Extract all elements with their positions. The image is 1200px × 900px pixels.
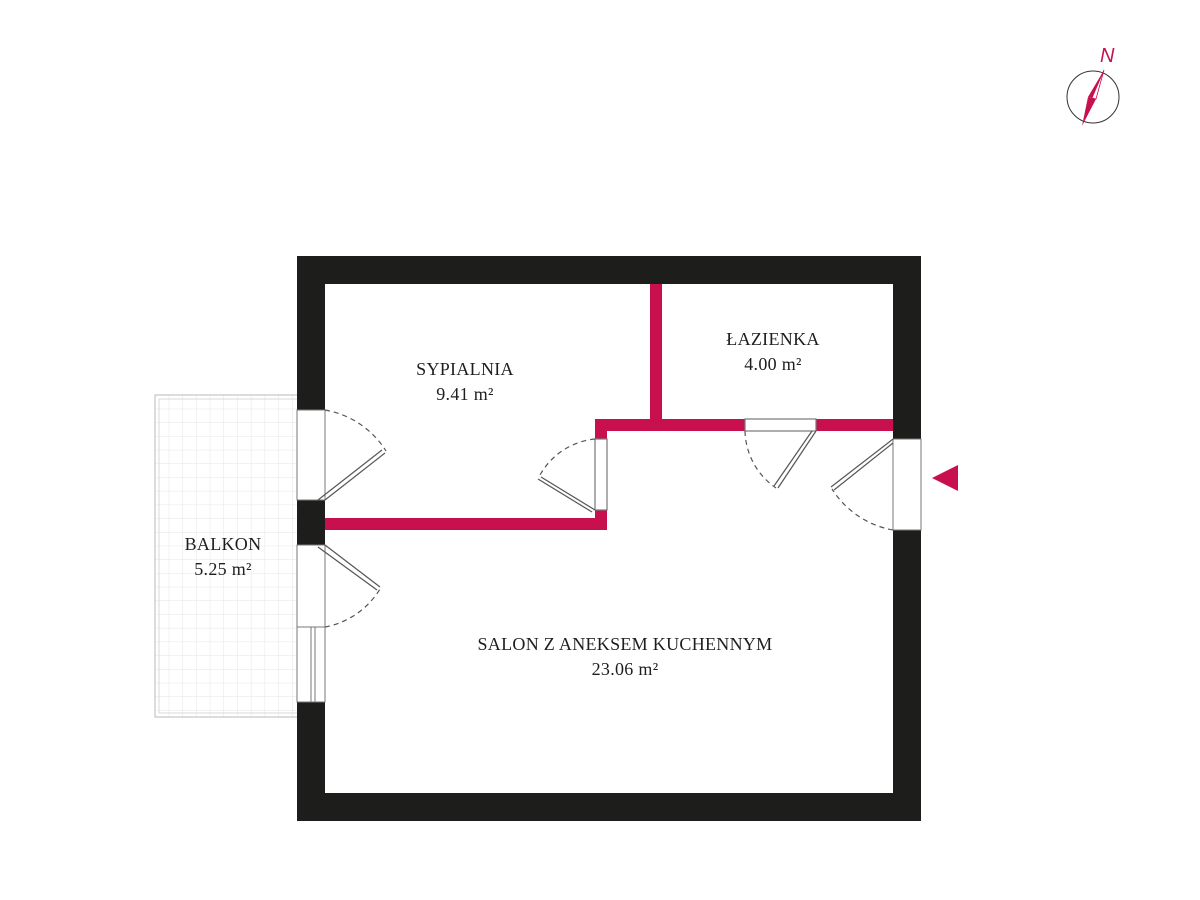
- room-labels: SYPIALNIA 9.41 m² ŁAZIENKA 4.00 m² BALKO…: [185, 329, 820, 679]
- entrance-door-leaf-2: [833, 442, 894, 491]
- inner-wall-bedroom-step-top: [595, 419, 607, 439]
- window-frames: [296, 409, 922, 703]
- room-area-balkon: 5.25 m²: [194, 559, 252, 579]
- bedroom-door-leaf: [540, 476, 596, 511]
- balcony-door-2-leaf-2: [317, 546, 378, 591]
- entrance-door-frame: [892, 438, 922, 531]
- bathroom-door-leaf-2: [773, 430, 813, 487]
- room-area-lazienka: 4.00 m²: [744, 354, 802, 374]
- bathroom-door-swing: [744, 430, 777, 489]
- room-area-sypialnia: 9.41 m²: [436, 384, 494, 404]
- room-name-sypialnia: SYPIALNIA: [416, 359, 514, 379]
- balcony-door-2-frame: [296, 544, 326, 628]
- bedroom-door-opening: [594, 438, 608, 511]
- outer-wall-bottom: [297, 793, 921, 821]
- compass-needle-north: [1088, 70, 1104, 99]
- outer-wall-top: [297, 256, 921, 284]
- outer-wall-right-bottom: [893, 530, 921, 821]
- compass-needle-inner: [1091, 69, 1105, 100]
- balcony-door-1-swing: [324, 409, 387, 452]
- compass-circle: [1066, 70, 1120, 124]
- outer-walls: [297, 256, 921, 821]
- balcony-door-2-leaf: [324, 544, 381, 588]
- compass-north-label: N: [1100, 45, 1115, 67]
- bathroom-door-opening: [744, 418, 817, 432]
- room-name-salon: SALON Z ANEKSEM KUCHENNYM: [477, 634, 772, 654]
- entrance-door-leaf: [830, 438, 894, 488]
- balcony-floor: [155, 395, 298, 717]
- bedroom-door-swing: [539, 438, 596, 476]
- outer-wall-left-mid: [297, 500, 325, 545]
- bathroom-door-leaf: [777, 430, 817, 489]
- outer-wall-left-bottom: [297, 702, 325, 821]
- room-name-lazienka: ŁAZIENKA: [726, 329, 819, 349]
- inner-wall-bedroom-bottom: [325, 518, 607, 530]
- balcony: [154, 394, 299, 718]
- balcony-door-2-swing: [324, 588, 381, 628]
- room-name-balkon: BALKON: [185, 534, 262, 554]
- balcony-door-1-frame: [296, 409, 326, 501]
- balcony-door-1-leaf: [324, 452, 386, 501]
- outer-wall-left-top: [297, 256, 325, 410]
- compass-needle-south: [1082, 97, 1096, 126]
- doors: [317, 409, 894, 628]
- room-area-salon: 23.06 m²: [592, 659, 659, 679]
- entrance-door-swing: [831, 488, 894, 531]
- entrance-triangle-icon: [932, 465, 958, 491]
- inner-walls: [325, 284, 893, 530]
- balcony-door-1-leaf-2: [317, 449, 383, 501]
- bedroom-door-leaf-2: [537, 478, 593, 513]
- inner-wall-bathroom-bottom-right: [816, 419, 893, 431]
- inner-wall-bedroom-bathroom: [650, 284, 662, 419]
- outer-wall-right-top: [893, 256, 921, 439]
- compass-arrow-icon: N: [1066, 45, 1120, 126]
- inner-wall-bathroom-bottom-left: [595, 419, 745, 431]
